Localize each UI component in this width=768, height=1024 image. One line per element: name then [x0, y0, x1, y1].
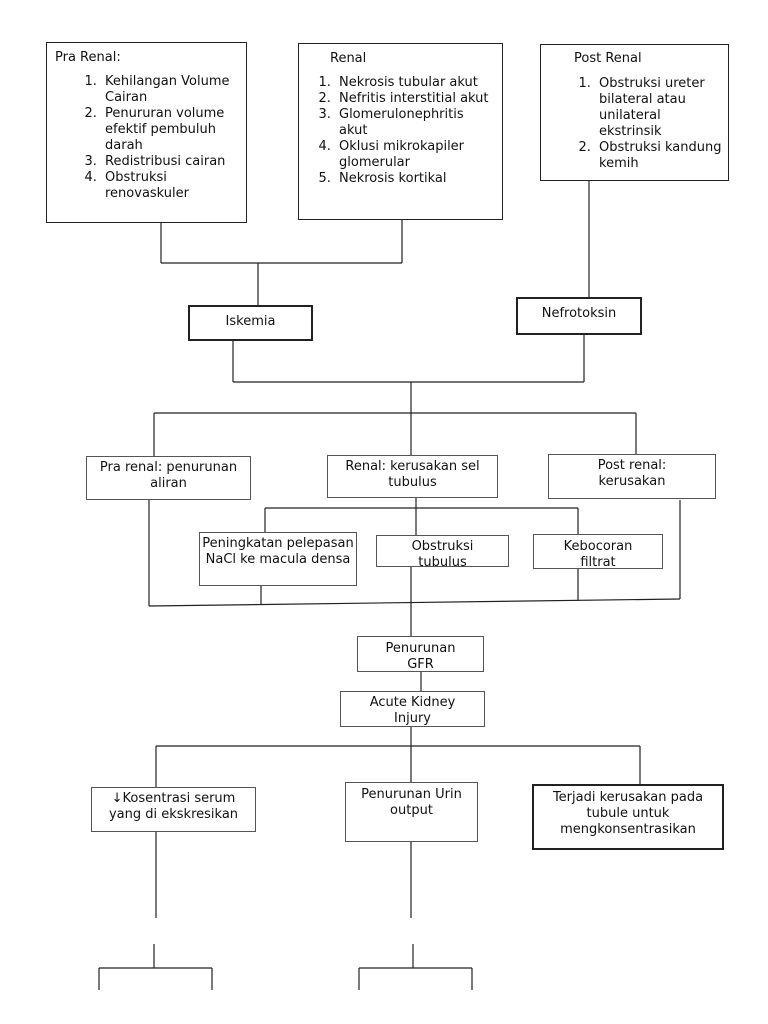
renal-type-label: Renal: kerusakan sel tubulus: [345, 459, 480, 490]
nefrotoksin-box: Nefrotoksin: [516, 297, 642, 335]
list-item: Penururan volume efektif pembuluh darah: [101, 106, 238, 154]
connector-line: [148, 598, 681, 607]
aki-label: Acute Kidney Injury: [369, 695, 456, 726]
list-item: Oklusi mikrokapiler glomerular: [335, 139, 494, 171]
post-renal-causes-box: Post Renal Obstruksi ureter bilateral at…: [540, 44, 729, 181]
obstruksi-effect-box: Obstruksi tubulus: [376, 535, 509, 567]
aki-box: Acute Kidney Injury: [340, 691, 485, 727]
pra-renal-title: Pra Renal:: [55, 50, 121, 65]
gfr-label: Penurunan GFR: [385, 641, 456, 672]
renal-list: Nekrosis tubular akut Nefritis interstit…: [307, 75, 494, 187]
pra-renal-type-box: Pra renal: penurunan aliran: [86, 456, 251, 500]
list-item: Redistribusi cairan: [101, 154, 238, 170]
urin-output-box: Penurunan Urin output: [345, 782, 478, 842]
list-item: Nekrosis tubular akut: [335, 75, 494, 91]
renal-type-box: Renal: kerusakan sel tubulus: [327, 455, 498, 498]
kebocoran-effect-label: Kebocoran filtrat: [563, 539, 633, 569]
iskemia-box: Iskemia: [188, 305, 313, 341]
nefrotoksin-label: Nefrotoksin: [541, 306, 617, 321]
list-item: Obstruksi ureter bilateral atau unilater…: [595, 76, 722, 140]
post-renal-title: Post Renal: [574, 51, 642, 66]
post-renal-type-box: Post renal: kerusakan: [548, 454, 716, 499]
list-item: Nefritis interstitial akut: [335, 91, 494, 107]
list-item: Kehilangan Volume Cairan: [101, 74, 238, 106]
kebocoran-effect-box: Kebocoran filtrat: [533, 534, 663, 569]
renal-title: Renal: [330, 51, 367, 66]
nacl-effect-box: Peningkatan pelepasan NaCl ke macula den…: [199, 532, 357, 586]
kosentrasi-serum-label: ↓Kosentrasi serum yang di ekskresikan: [108, 791, 239, 822]
iskemia-label: Iskemia: [225, 314, 276, 329]
post-renal-list: Obstruksi ureter bilateral atau unilater…: [547, 76, 722, 172]
pra-renal-type-label: Pra renal: penurunan aliran: [99, 460, 238, 491]
gfr-box: Penurunan GFR: [357, 636, 484, 672]
tubule-damage-label: Terjadi kerusakan pada tubule untuk meng…: [552, 790, 704, 837]
kosentrasi-serum-box: ↓Kosentrasi serum yang di ekskresikan: [91, 787, 256, 832]
post-renal-type-label: Post renal: kerusakan: [597, 458, 667, 489]
obstruksi-effect-label: Obstruksi tubulus: [411, 539, 474, 567]
list-item: Glomerulonephritis akut: [335, 107, 494, 139]
list-item: Nekrosis kortikal: [335, 171, 494, 187]
list-item: Obstruksi kandung kemih: [595, 140, 722, 172]
tubule-damage-box: Terjadi kerusakan pada tubule untuk meng…: [532, 784, 724, 850]
pra-renal-causes-box: Pra Renal: Kehilangan Volume Cairan Penu…: [46, 42, 247, 223]
pra-renal-list: Kehilangan Volume Cairan Penururan volum…: [55, 74, 238, 202]
renal-causes-box: Renal Nekrosis tubular akut Nefritis int…: [298, 43, 503, 220]
urin-output-label: Penurunan Urin output: [361, 787, 462, 818]
nacl-effect-label: Peningkatan pelepasan NaCl ke macula den…: [202, 536, 354, 567]
list-item: Obstruksi renovaskuler: [101, 170, 238, 202]
